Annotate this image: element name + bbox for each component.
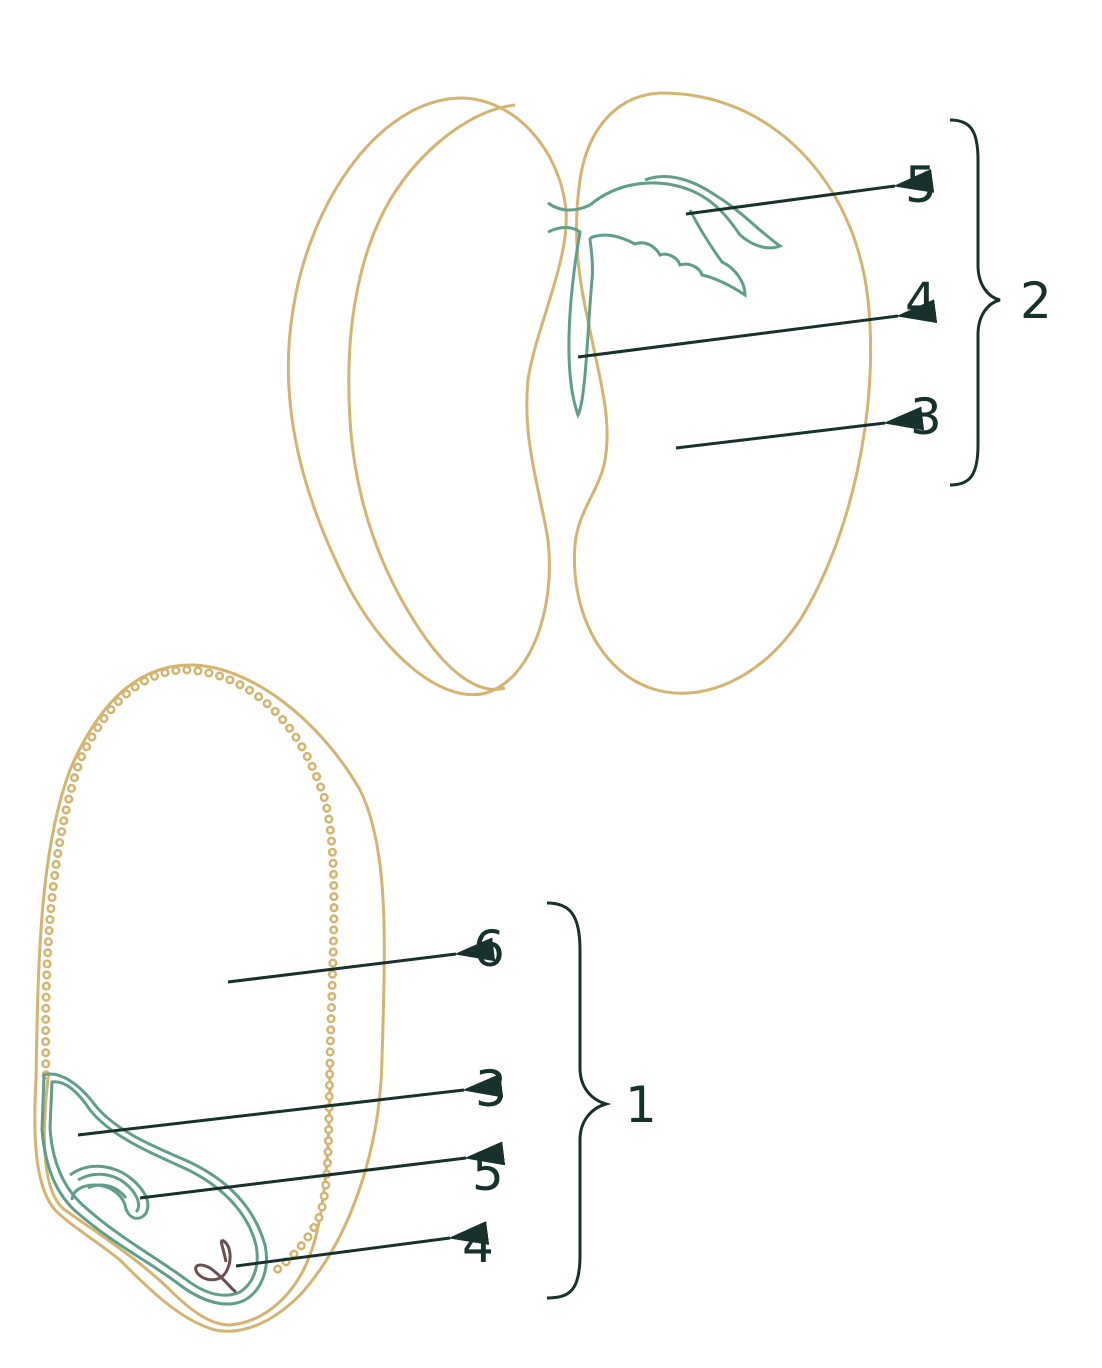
top-label-4: 4 bbox=[905, 272, 937, 330]
bottom-label-6: 6 bbox=[473, 920, 505, 978]
bottom-embryo bbox=[40, 1072, 268, 1306]
plumule-sheath-3 bbox=[87, 1183, 128, 1199]
top-brace bbox=[949, 118, 1001, 487]
arrow-top-4 bbox=[577, 299, 938, 359]
bottom-brace bbox=[546, 901, 612, 1300]
top-arrows bbox=[577, 169, 938, 450]
seed-coat-outer bbox=[33, 663, 386, 1333]
plumule-sheath-2 bbox=[77, 1172, 141, 1214]
seed-coat-inner bbox=[42, 1059, 332, 1327]
aleurone-layer-fill bbox=[43, 667, 336, 1277]
top-embryo bbox=[547, 175, 784, 419]
arrow-top-5 bbox=[685, 169, 935, 216]
arrow-bottom-4 bbox=[235, 1221, 490, 1268]
bottom-radicle-shape bbox=[194, 1238, 237, 1294]
top-radicle-shape bbox=[547, 201, 595, 419]
right-cotyledon bbox=[572, 91, 873, 695]
bottom-arrows bbox=[77, 937, 506, 1268]
top-label-5: 5 bbox=[905, 156, 937, 214]
left-cotyledon-inner-edge bbox=[347, 103, 516, 691]
left-cotyledon-outer bbox=[286, 96, 568, 697]
dicot-seed bbox=[286, 91, 873, 697]
bottom-label-3: 3 bbox=[475, 1060, 507, 1118]
bottom-label-5: 5 bbox=[472, 1144, 504, 1202]
top-brace-label: 2 bbox=[1020, 272, 1052, 330]
arrow-top-3 bbox=[675, 406, 925, 450]
top-plumule-shape bbox=[589, 175, 784, 298]
bottom-brace-label: 1 bbox=[625, 1076, 657, 1134]
top-label-3: 3 bbox=[910, 388, 942, 446]
monocot-seed bbox=[33, 663, 386, 1333]
scutellum-outer bbox=[40, 1072, 268, 1306]
arrow-bottom-6 bbox=[227, 937, 496, 984]
bottom-label-4: 4 bbox=[462, 1216, 494, 1274]
arrow-bottom-5 bbox=[139, 1141, 506, 1200]
arrow-bottom-3 bbox=[77, 1073, 504, 1137]
scutellum-inner bbox=[48, 1080, 259, 1297]
